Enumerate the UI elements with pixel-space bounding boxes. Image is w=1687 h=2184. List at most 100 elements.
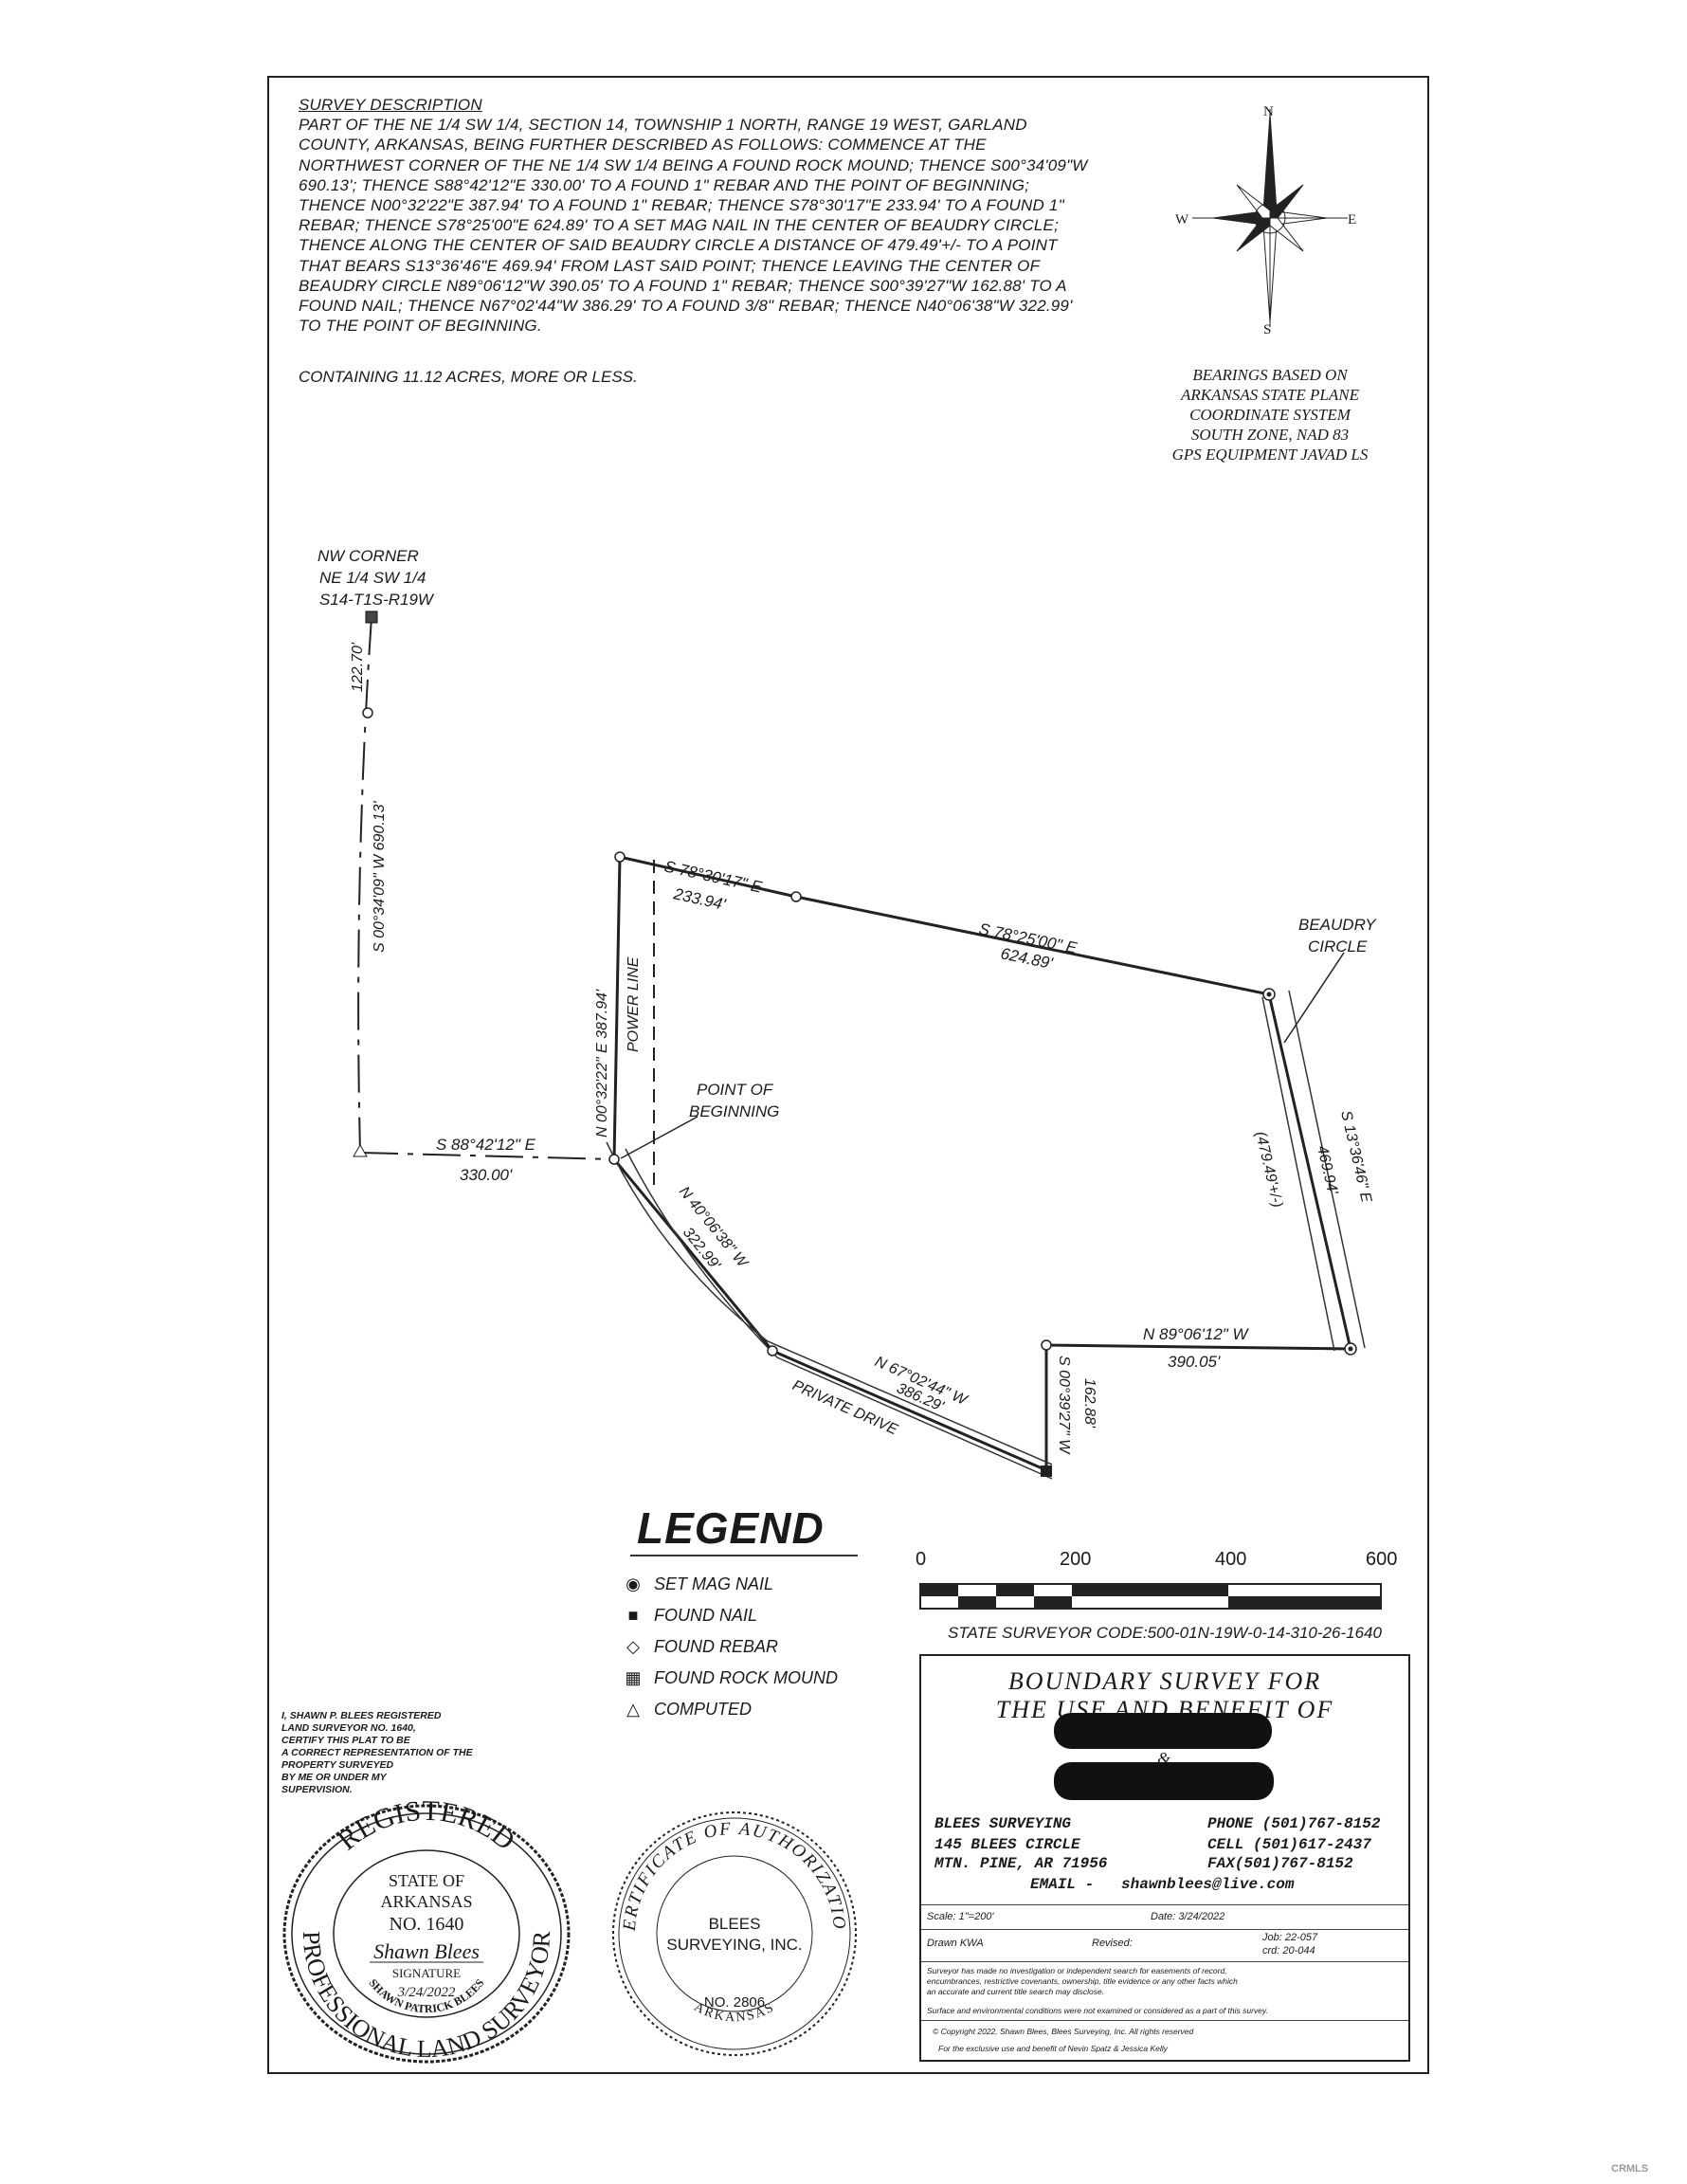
power-line-label: POWER LINE (626, 956, 642, 1052)
survey-text: PART OF THE NE 1/4 SW 1/4, SECTION 14, T… (299, 116, 1088, 336)
copyright-row: © Copyright 2022, Shawn Blees, Blees Sur… (921, 2020, 1408, 2061)
conditions-note: Surface and environmental conditions wer… (927, 2006, 1268, 2015)
scale-date-row: Scale: 1"=200' Date: 3/24/2022 (921, 1904, 1408, 1930)
acreage: CONTAINING 11.12 ACRES, MORE OR LESS. (299, 368, 638, 386)
found-nail-icon (1041, 1465, 1052, 1477)
date-value: Date: 3/24/2022 (1151, 1911, 1225, 1922)
bearings-note: BEARINGS BASED ON ARKANSAS STATE PLANE C… (1171, 366, 1369, 464)
leader-beaudry (1283, 952, 1345, 1044)
private-drive-edge (606, 1141, 1053, 1465)
scale-tick-200: 200 (1060, 1549, 1092, 1570)
exclusive-text: For the exclusive use and benefit of Nev… (938, 2044, 1168, 2053)
surveyor-note: Surveyor has made no investigation or in… (927, 1966, 1238, 1996)
nw-corner-label-3: S14-T1S-R19W (319, 591, 435, 609)
job-value: Job: 22-057 (1262, 1932, 1318, 1943)
north-distance-1: 233.94' (671, 884, 728, 914)
computed-icon (353, 1144, 368, 1157)
se-distance-label: 390.05' (1168, 1353, 1221, 1371)
seal-cert-number: NO. 2806 (704, 1994, 765, 2011)
seal-number: NO. 1640 (390, 1914, 464, 1935)
certification-statement: I, SHAWN P. BLEES REGISTERED LAND SURVEY… (281, 1710, 473, 1795)
pob-label-2: BEGINNING (689, 1102, 779, 1120)
south-bearing-label: S 88°42'12" E (436, 1136, 536, 1154)
found-rebar-icon: ◇ (626, 1636, 640, 1656)
leader-pob (620, 1116, 698, 1159)
seal-company-2: SURVEYING, INC. (666, 1936, 802, 1954)
survey-heading: SURVEY DESCRIPTION (299, 96, 482, 114)
found-rebar-icon (1041, 1339, 1052, 1351)
west-line-label: S 00°34'09" W 690.13' (372, 800, 388, 953)
scale-tick-0: 0 (916, 1549, 927, 1570)
legend-item: ◉ SET MAG NAIL (626, 1572, 773, 1596)
east-distance-label: 469.94' (1314, 1144, 1340, 1196)
road-edge-east (1288, 990, 1366, 1349)
found-rock-mound-icon: ▦ (625, 1667, 642, 1687)
company-city: MTN. PINE, AR 71956 (934, 1855, 1108, 1872)
drawn-value: Drawn KWA (927, 1938, 984, 1949)
south-distance-label: 330.00' (460, 1166, 513, 1184)
company-name: BLEES SURVEYING (934, 1815, 1072, 1832)
property-boundary (612, 855, 1352, 1473)
seal-sig-label: SIGNATURE (392, 1966, 461, 1980)
compass-n: N (1263, 104, 1274, 119)
found-rebar-icon (767, 1345, 778, 1356)
legend-label: SET MAG NAIL (654, 1574, 774, 1593)
nw-corner-label-2: NE 1/4 SW 1/4 (319, 569, 426, 587)
legend-title: LEGEND (637, 1503, 825, 1553)
plat-drawing: NW CORNER NE 1/4 SW 1/4 S14-T1S-R19W 122… (317, 547, 1377, 1480)
seal-state-1: STATE OF (389, 1871, 464, 1890)
company-phone: PHONE (501)767-8152 (1207, 1815, 1381, 1832)
west-boundary-label: N 00°32'22" E 387.94' (594, 989, 610, 1138)
legend-item: ■ FOUND NAIL (626, 1603, 757, 1628)
seal-signature: Shawn Blees (373, 1939, 480, 1963)
company-email: EMAIL - shawnblees@live.com (1030, 1876, 1295, 1893)
title-line-1: BOUNDARY SURVEY FOR (1007, 1667, 1322, 1695)
south-tie-line (359, 1152, 615, 1160)
beaudry-label-1: BEAUDRY (1298, 916, 1377, 934)
notes-row: Surveyor has made no investigation or in… (921, 1961, 1408, 2021)
se-bearing-label: N 89°06'12" W (1143, 1325, 1250, 1343)
compass-rose-icon: N S E W (1175, 104, 1356, 337)
set-mag-nail-dot (1266, 992, 1272, 997)
redaction-bar (1054, 1713, 1272, 1749)
redaction-bar (1054, 1762, 1274, 1800)
scale-value: Scale: 1"=200' (927, 1911, 994, 1922)
legend-item: △ COMPUTED (626, 1697, 752, 1721)
legend-item: ▦ FOUND ROCK MOUND (625, 1665, 839, 1690)
compass-w: W (1175, 212, 1189, 228)
revised-value: Revised: (1092, 1938, 1133, 1949)
plat-border (267, 76, 1429, 2074)
road-edge-west (1261, 996, 1335, 1352)
legend-label: FOUND NAIL (654, 1605, 758, 1625)
computed-icon: △ (626, 1699, 640, 1719)
legend-rule (630, 1555, 858, 1556)
found-rock-mound-icon (365, 610, 378, 624)
seal-state-2: ARKANSAS (380, 1892, 472, 1911)
found-rebar-icon (608, 1154, 620, 1165)
beaudry-label-2: CIRCLE (1308, 937, 1368, 956)
seal-registered: REGISTERED (332, 1801, 520, 1857)
dist-122-label: 122.70' (350, 642, 366, 692)
compass-e: E (1348, 212, 1356, 228)
title-block: BOUNDARY SURVEY FOR THE USE AND BENEFIT … (919, 1654, 1410, 2062)
notch-distance-label: 162.88' (1081, 1378, 1097, 1429)
authorization-seal: CERTIFICATE OF AUTHORIZATION BLEES SURVE… (607, 1806, 857, 2056)
company-fax: FAX(501)767-8152 (1207, 1855, 1353, 1872)
survey-description: SURVEY DESCRIPTION PART OF THE NE 1/4 SW… (299, 95, 1133, 336)
scale-bar (919, 1583, 1382, 1610)
legend-label: FOUND REBAR (654, 1636, 779, 1656)
private-drive-edge-2 (625, 1148, 1053, 1480)
notch-bearing-label: S 00°39'27" W (1056, 1356, 1072, 1455)
arc-length-label: (479.49'+/-) (1252, 1130, 1285, 1209)
scale-tick-600: 600 (1366, 1549, 1398, 1570)
corner-watermark: CRMLS (1611, 2163, 1649, 2175)
seal-date: 3/24/2022 (397, 1985, 456, 2000)
copyright-text: © Copyright 2022, Shawn Blees, Blees Sur… (933, 2027, 1194, 2036)
legend-label: COMPUTED (654, 1699, 752, 1719)
surveyor-seal: REGISTERED PROFESSIONAL LAND SURVEYOR ST… (282, 1801, 571, 2064)
set-mag-nail-dot (1348, 1346, 1353, 1352)
company-address: 145 BLEES CIRCLE (934, 1836, 1080, 1853)
found-nail-icon: ■ (627, 1605, 639, 1625)
crd-value: crd: 20-044 (1262, 1945, 1315, 1956)
seal-company-1: BLEES (709, 1915, 761, 1933)
